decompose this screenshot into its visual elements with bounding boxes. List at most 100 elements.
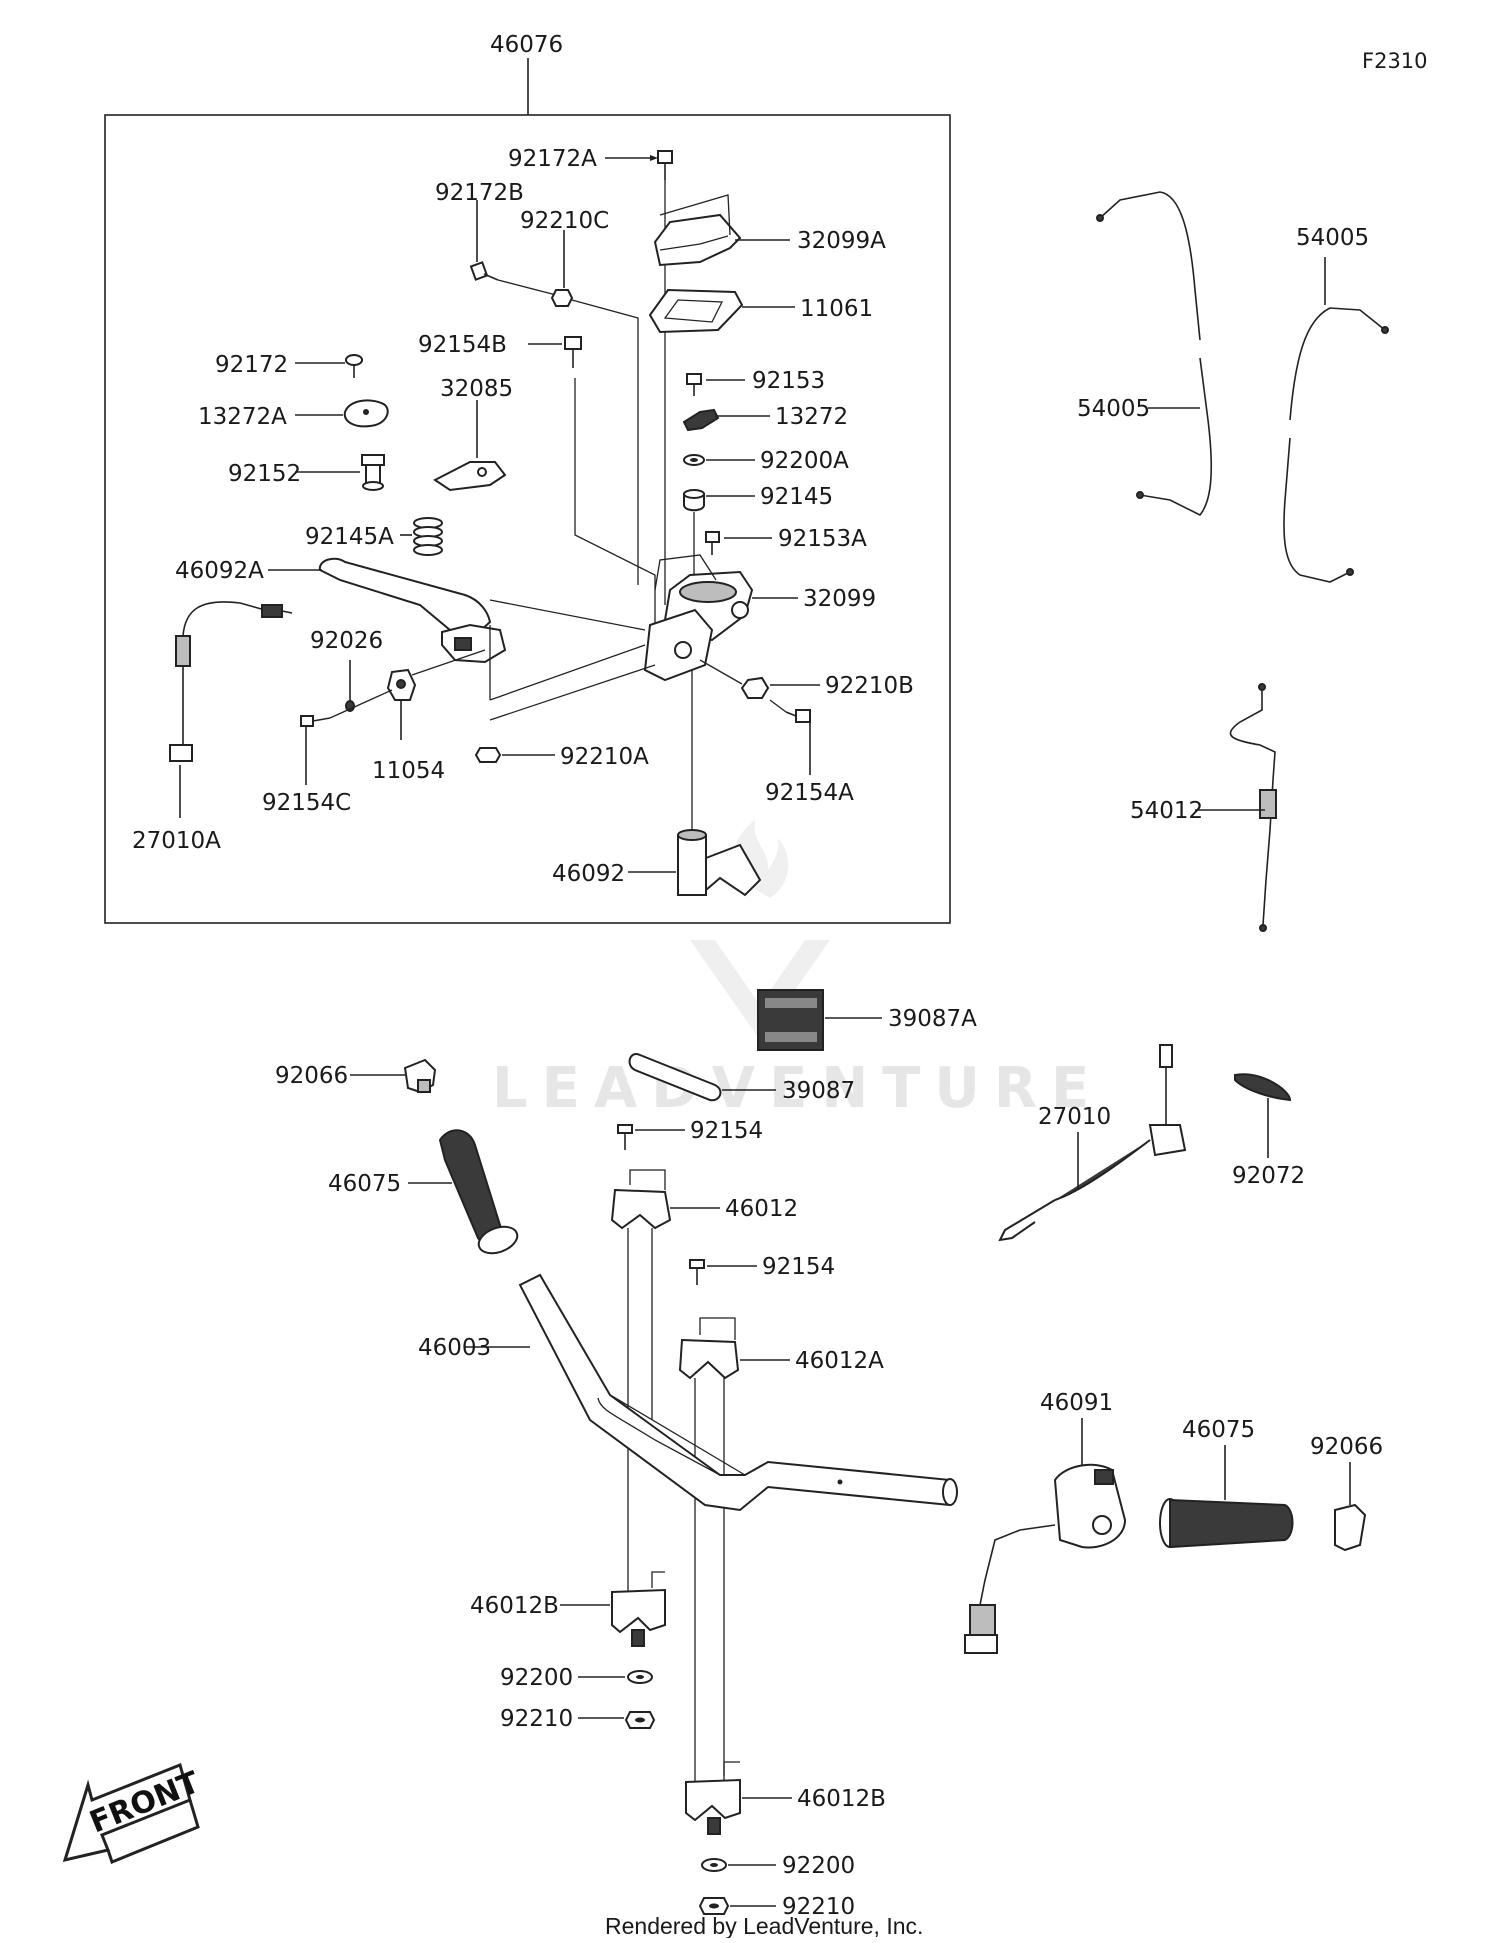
label-92200-lower[interactable]: 92200: [782, 1853, 855, 1879]
label-39087A[interactable]: 39087A: [888, 1006, 977, 1032]
plate-32085[interactable]: [433, 461, 507, 492]
nut-92210A[interactable]: [474, 747, 502, 763]
label-46012A[interactable]: 46012A: [795, 1348, 884, 1374]
bolt-92154B[interactable]: [564, 336, 582, 368]
band-92072[interactable]: [1234, 1073, 1292, 1102]
bolt-92154-upper[interactable]: [617, 1124, 633, 1150]
label-11061[interactable]: 11061: [800, 296, 873, 322]
bolt-92172A[interactable]: [657, 150, 673, 180]
plunger-92152[interactable]: [361, 454, 385, 491]
label-92172[interactable]: 92172: [215, 352, 288, 378]
cable-54005-left[interactable]: [1096, 191, 1213, 517]
clamp-46012A[interactable]: [678, 1338, 740, 1380]
nut-92210C[interactable]: [550, 289, 574, 307]
cap-92145[interactable]: [683, 489, 705, 512]
label-27010A[interactable]: 27010A: [132, 828, 221, 854]
switch-housing-46091[interactable]: [964, 1463, 1127, 1654]
label-92145A[interactable]: 92145A: [305, 524, 394, 550]
label-92154C[interactable]: 92154C: [262, 790, 351, 816]
bar-end-92066-left[interactable]: [403, 1058, 437, 1094]
label-46091[interactable]: 46091: [1040, 1390, 1113, 1416]
screw-92153A[interactable]: [705, 531, 720, 555]
label-13272[interactable]: 13272: [775, 404, 848, 430]
diagram-code: F2310: [1362, 49, 1428, 73]
grip-46075-left[interactable]: [438, 1129, 521, 1258]
label-92210C[interactable]: 92210C: [520, 208, 609, 234]
label-92154-upper[interactable]: 92154: [690, 1118, 763, 1144]
label-92200A[interactable]: 92200A: [760, 448, 849, 474]
block-11054[interactable]: [386, 668, 417, 701]
label-46092A[interactable]: 46092A: [175, 558, 264, 584]
label-92154-lower[interactable]: 92154: [762, 1254, 835, 1280]
bolt-92154-lower[interactable]: [689, 1259, 705, 1285]
label-92172A[interactable]: 92172A: [508, 146, 597, 172]
nut-92210-lower[interactable]: [698, 1897, 730, 1915]
label-54005-left[interactable]: 54005: [1077, 396, 1150, 422]
handlebar-46003[interactable]: [518, 1273, 958, 1512]
pad-39087[interactable]: [628, 1053, 722, 1102]
label-46075-right[interactable]: 46075: [1182, 1417, 1255, 1443]
label-92210-upper[interactable]: 92210: [500, 1706, 573, 1732]
clamp-46012B-lower[interactable]: [685, 1778, 741, 1835]
label-92200-upper[interactable]: 92200: [500, 1665, 573, 1691]
label-92152[interactable]: 92152: [228, 461, 301, 487]
nut-92210-upper[interactable]: [624, 1711, 656, 1729]
label-92026[interactable]: 92026: [310, 628, 383, 654]
label-46003[interactable]: 46003: [418, 1335, 491, 1361]
screw-92172[interactable]: [345, 354, 363, 378]
label-92153A[interactable]: 92153A: [778, 526, 867, 552]
cap-13272A[interactable]: [343, 399, 389, 428]
bracket-46092[interactable]: [677, 829, 762, 897]
washer-92200A[interactable]: [683, 454, 705, 466]
decal-39087A[interactable]: [757, 989, 824, 1051]
label-92154B[interactable]: 92154B: [418, 332, 507, 358]
label-13272A[interactable]: 13272A: [198, 404, 287, 430]
label-46092[interactable]: 46092: [552, 861, 625, 887]
label-92154A[interactable]: 92154A: [765, 780, 854, 806]
brake-lever-46092A[interactable]: [318, 557, 507, 664]
label-32085[interactable]: 32085: [440, 376, 513, 402]
label-92066-right[interactable]: 92066: [1310, 1434, 1383, 1460]
label-92210-lower[interactable]: 92210: [782, 1894, 855, 1920]
cable-54005-right[interactable]: [1283, 307, 1389, 583]
gasket-11061[interactable]: [648, 288, 744, 334]
label-92210B[interactable]: 92210B: [825, 673, 914, 699]
clip-13272[interactable]: [682, 408, 720, 432]
label-92210A[interactable]: 92210A: [560, 744, 649, 770]
clamp-46012[interactable]: [610, 1188, 672, 1230]
label-92072[interactable]: 92072: [1232, 1163, 1305, 1189]
label-92172B[interactable]: 92172B: [435, 180, 524, 206]
label-46012[interactable]: 46012: [725, 1196, 798, 1222]
cable-54012[interactable]: [1229, 683, 1277, 932]
bolt-92154A[interactable]: [785, 709, 811, 723]
label-32099[interactable]: 32099: [803, 586, 876, 612]
nut-92210B[interactable]: [740, 676, 770, 699]
master-cylinder-32099[interactable]: [643, 570, 754, 682]
label-54005-right[interactable]: 54005: [1296, 225, 1369, 251]
cover-32099A[interactable]: [653, 213, 742, 267]
label-92066-left[interactable]: 92066: [275, 1063, 348, 1089]
brake-switch-cable-27010A[interactable]: [169, 601, 293, 762]
label-46012B-lower[interactable]: 46012B: [797, 1786, 886, 1812]
clamp-46012B-upper[interactable]: [611, 1588, 666, 1647]
label-46075-left[interactable]: 46075: [328, 1171, 401, 1197]
label-54012[interactable]: 54012: [1130, 798, 1203, 824]
label-92145[interactable]: 92145: [760, 484, 833, 510]
washer-92200-lower[interactable]: [701, 1858, 727, 1872]
label-92153[interactable]: 92153: [752, 368, 825, 394]
washer-92200-upper[interactable]: [627, 1670, 653, 1684]
bar-end-92066-right[interactable]: [1334, 1503, 1367, 1552]
label-11054[interactable]: 11054: [372, 758, 445, 784]
label-39087[interactable]: 39087: [782, 1078, 855, 1104]
screw-92153[interactable]: [686, 373, 702, 396]
spring-92145A[interactable]: [413, 517, 443, 556]
label-32099A[interactable]: 32099A: [797, 228, 886, 254]
bolt-92172B[interactable]: [469, 261, 499, 281]
label-27010[interactable]: 27010: [1038, 1104, 1111, 1130]
label-46076[interactable]: 46076: [490, 32, 563, 58]
label-46012B-upper[interactable]: 46012B: [470, 1593, 559, 1619]
bolt-92154C[interactable]: [300, 715, 331, 727]
grip-46075-right[interactable]: [1159, 1498, 1294, 1549]
